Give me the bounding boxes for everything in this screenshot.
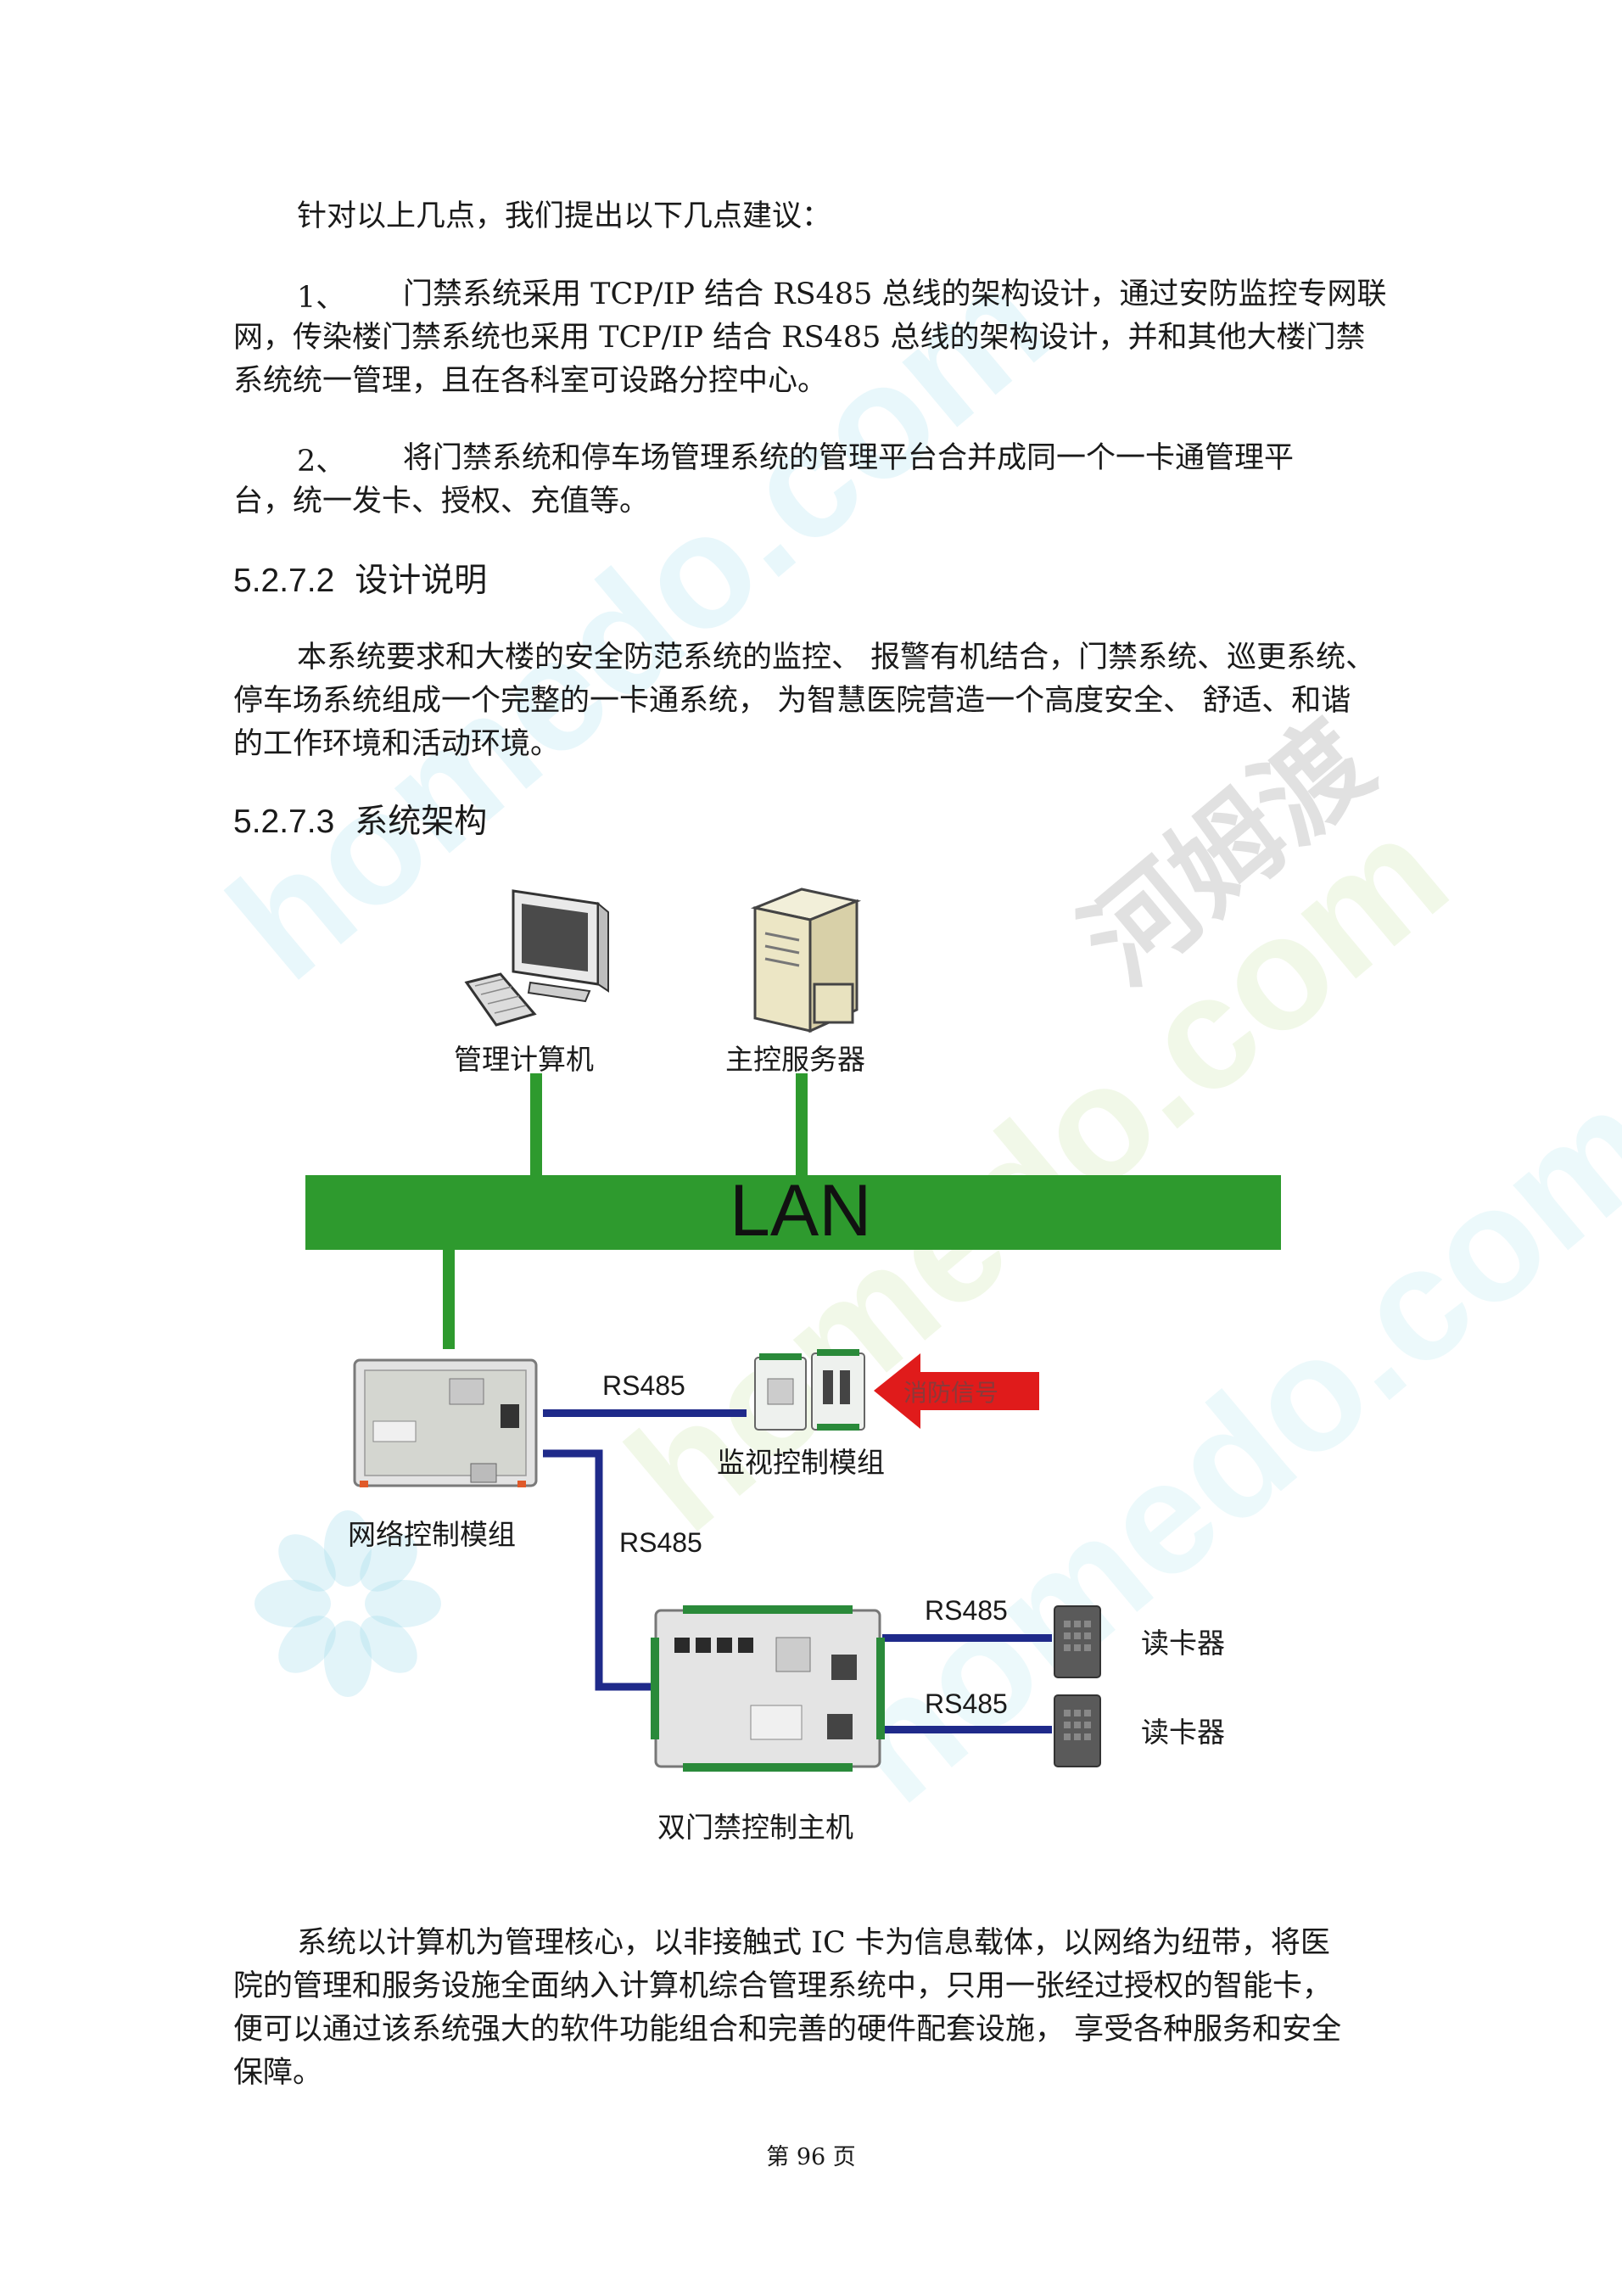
- page-number: 第 96 页: [766, 2144, 856, 2170]
- heading-arch-number: 5.2.7.3: [233, 804, 335, 840]
- netmodule-lan-link: [443, 1247, 455, 1349]
- heading-design: 5.2.7.2 设计说明: [233, 560, 487, 602]
- design-line1: 本系统要求和大楼的安全防范系统的监控、 报警有机结合，门禁系统、巡更系统、: [297, 641, 1376, 675]
- lan-bar: [305, 1175, 1281, 1250]
- pc-lan-link: [530, 1073, 542, 1175]
- card-reader-icon: [1054, 1605, 1101, 1678]
- summary-line4: 保障。: [233, 2056, 323, 2090]
- rs485-label-reader1: RS485: [925, 1595, 1008, 1626]
- heading-design-number: 5.2.7.2: [233, 563, 335, 599]
- server-label: 主控服务器: [725, 1043, 865, 1076]
- monitor-module-icon: [754, 1349, 865, 1431]
- reader2-label: 读卡器: [1141, 1716, 1225, 1749]
- rs485-label-monitor: RS485: [602, 1370, 685, 1401]
- summary-line3: 便可以通过该系统强大的软件功能组合和完善的硬件配套设施， 享受各种服务和安全: [233, 2013, 1342, 2047]
- rs485-line-reader2: [882, 1726, 1052, 1733]
- item2-line1: 将门禁系统和停车场管理系统的管理平台合并成同一个一卡通管理平: [403, 441, 1295, 475]
- server-icon: [750, 888, 862, 1033]
- item1-line2: 网，传染楼门禁系统也采用 TCP/IP 结合 RS485 总线的架构设计，并和其…: [233, 321, 1366, 355]
- rs485-line-reader1: [882, 1634, 1052, 1642]
- server-lan-link: [796, 1073, 808, 1175]
- item2-number: 2、: [297, 445, 346, 479]
- item1-line1: 门禁系统采用 TCP/IP 结合 RS485 总线的架构设计，通过安防监控专网联: [403, 277, 1387, 311]
- design-line3: 的工作环境和活动环境。: [233, 727, 561, 761]
- computer-icon: [464, 889, 609, 1027]
- card-reader-icon: [1054, 1694, 1101, 1767]
- fire-signal-label: 消防信号: [903, 1379, 999, 1407]
- rs485-line-door: [543, 1449, 653, 1691]
- network-module-icon: [353, 1358, 538, 1487]
- summary-line1: 系统以计算机为管理核心，以非接触式 IC 卡为信息载体，以网络为纽带，将医: [297, 1926, 1330, 1960]
- reader1-label: 读卡器: [1141, 1627, 1225, 1660]
- intro-paragraph: 针对以上几点，我们提出以下几点建议：: [297, 199, 832, 233]
- rs485-line-monitor: [543, 1409, 747, 1417]
- diagram-lines: [305, 1073, 1281, 1733]
- net-module-label: 网络控制模组: [348, 1518, 516, 1551]
- watermark-flower-icon: [254, 1510, 441, 1697]
- rs485-label-door: RS485: [619, 1527, 702, 1558]
- heading-design-title: 设计说明: [355, 562, 488, 600]
- item1-number: 1、: [297, 281, 346, 315]
- item1-line3: 系统统一管理，且在各科室可设路分控中心。: [233, 364, 828, 398]
- door-controller-label: 双门禁控制主机: [657, 1811, 853, 1844]
- item2-line2: 台，统一发卡、授权、充值等。: [233, 484, 650, 518]
- lan-label: LAN: [730, 1170, 872, 1252]
- design-line2: 停车场系统组成一个完整的一卡通系统， 为智慧医院营造一个高度安全、 舒适、和谐: [233, 684, 1351, 718]
- mgmt-pc-label: 管理计算机: [454, 1043, 594, 1076]
- monitor-module-label: 监视控制模组: [717, 1446, 885, 1479]
- heading-arch-title: 系统架构: [355, 803, 488, 841]
- fire-signal-arrow-icon: [874, 1353, 1039, 1429]
- heading-arch: 5.2.7.3 系统架构: [233, 801, 487, 843]
- summary-line2: 院的管理和服务设施全面纳入计算机综合管理系统中，只用一张经过授权的智能卡，: [233, 1969, 1333, 2003]
- door-controller-icon: [651, 1605, 885, 1772]
- rs485-label-reader2: RS485: [925, 1688, 1008, 1719]
